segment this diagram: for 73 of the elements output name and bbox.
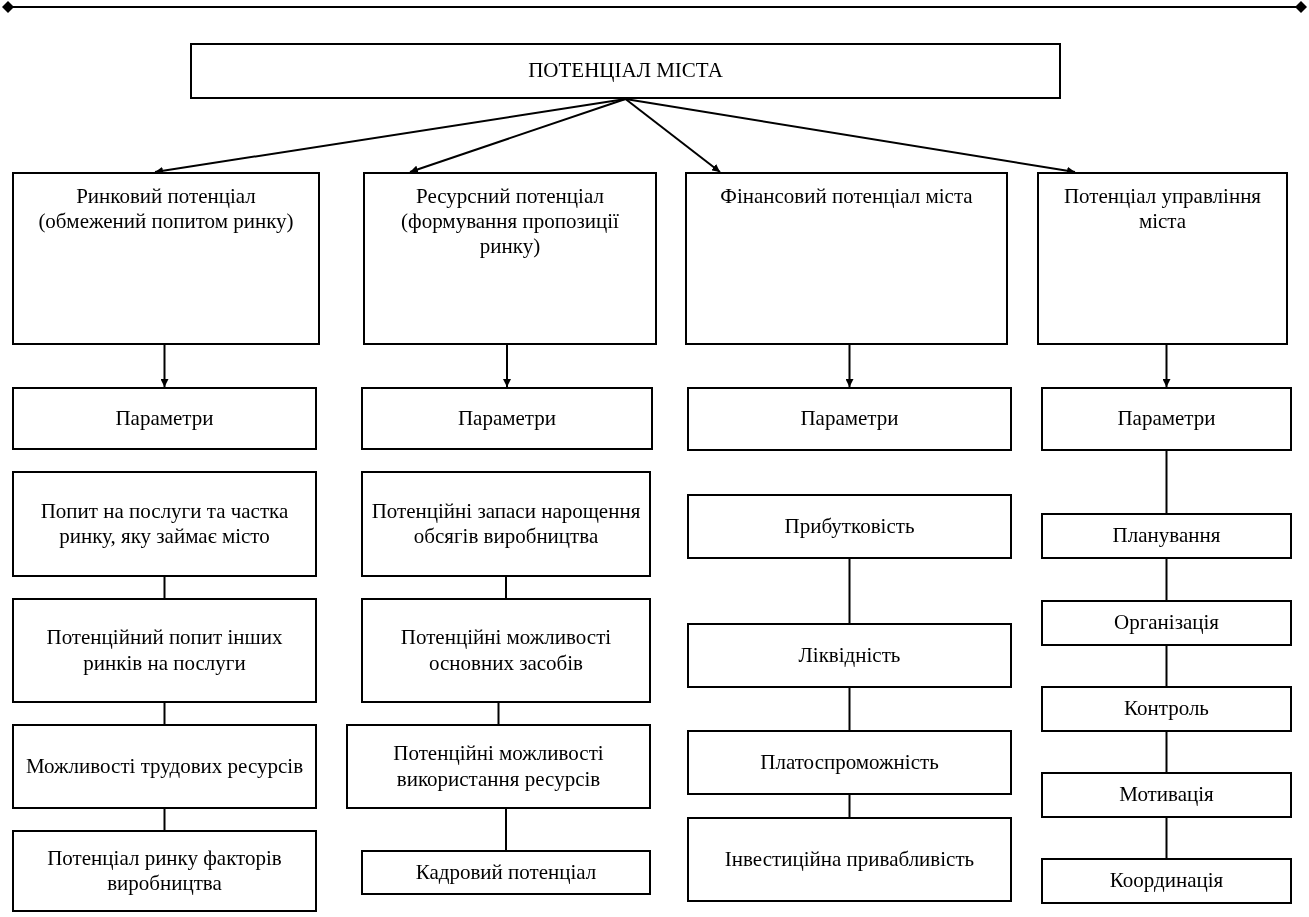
box-label: Ринковий потенціал (обмежений попитом ринку) (37, 184, 295, 235)
process-box (1041, 387, 1292, 451)
process-box (361, 598, 651, 703)
box-label: Інвестиційна привабливість (724, 846, 975, 873)
box-label: Планування (1112, 523, 1221, 549)
arrow (845, 344, 854, 388)
process-box (361, 471, 651, 577)
process-box (1037, 172, 1288, 345)
arrow (624, 98, 1076, 175)
box-label: Організація (1114, 610, 1219, 636)
process-box (1041, 600, 1292, 646)
box-label: Кадровий потенціал (415, 859, 597, 886)
box-label: Потенціал управління міста (1062, 184, 1263, 235)
process-box (12, 724, 317, 809)
connector-line (505, 808, 507, 851)
connector-line (163, 702, 166, 725)
box-label: Прибутковість (784, 513, 915, 540)
process-box (346, 724, 651, 809)
process-box (1041, 513, 1292, 559)
process-box (12, 830, 317, 912)
process-box (12, 172, 320, 345)
box-label: Потенційний попит інших ринків на послуги (45, 625, 284, 676)
box-label: Потенціал ринку факторів виробництва (46, 845, 283, 897)
process-box (1041, 858, 1292, 904)
box-label: Потенційні можливості використання ресурсів (392, 741, 605, 792)
box-label: Попит на послуги та частка ринку, яку займає місто (39, 498, 290, 550)
box-label: Параметри (115, 405, 214, 432)
box-label: Потенційні можливості основних засобів (399, 625, 613, 676)
process-box (1041, 772, 1292, 818)
arrow (624, 98, 721, 173)
process-box (687, 623, 1012, 688)
process-box (363, 172, 657, 345)
connector-line (1165, 450, 1168, 514)
connector-line (848, 687, 851, 731)
box-label: Параметри (1117, 406, 1216, 432)
connector-line (163, 576, 166, 599)
box-label: Потенційні запаси нарощення обсягів виробництва (371, 498, 641, 550)
process-box (190, 43, 1061, 99)
process-box (12, 387, 317, 450)
box-label: ПОТЕНЦІАЛ МІСТА (528, 58, 723, 84)
box-label: Координація (1109, 868, 1224, 894)
connector-line (497, 702, 500, 725)
connector-line (848, 558, 851, 624)
process-box (1041, 686, 1292, 732)
process-box (687, 387, 1012, 451)
box-label: Мотивація (1119, 782, 1214, 808)
connector-line (1165, 645, 1168, 687)
connector-line (505, 576, 507, 599)
box-label: Параметри (457, 405, 557, 432)
process-box (687, 730, 1012, 795)
process-box (687, 494, 1012, 559)
process-box (361, 387, 653, 450)
process-box (12, 471, 317, 577)
connector-line (1165, 817, 1168, 859)
box-label: Фінансовий потенціал міста (720, 184, 973, 210)
connector-line (1165, 731, 1168, 773)
box-label: Контроль (1124, 696, 1209, 722)
connector-line (163, 808, 166, 831)
connector-line (1165, 558, 1168, 601)
arrow (1162, 344, 1171, 388)
connector-line (848, 794, 851, 818)
arrow (503, 344, 511, 388)
process-box (12, 598, 317, 703)
box-label: Платоспроможність (760, 749, 939, 776)
arrow (160, 344, 169, 388)
box-label: Ліквідність (798, 642, 901, 669)
box-label: Ресурсний потенціал (формування пропозиції ринку) (400, 184, 620, 260)
arrow (409, 98, 627, 174)
box-label: Параметри (800, 406, 899, 432)
box-label: Можливості трудових ресурсів (25, 753, 304, 780)
process-box (687, 817, 1012, 902)
process-box (361, 850, 651, 895)
process-box (685, 172, 1008, 345)
